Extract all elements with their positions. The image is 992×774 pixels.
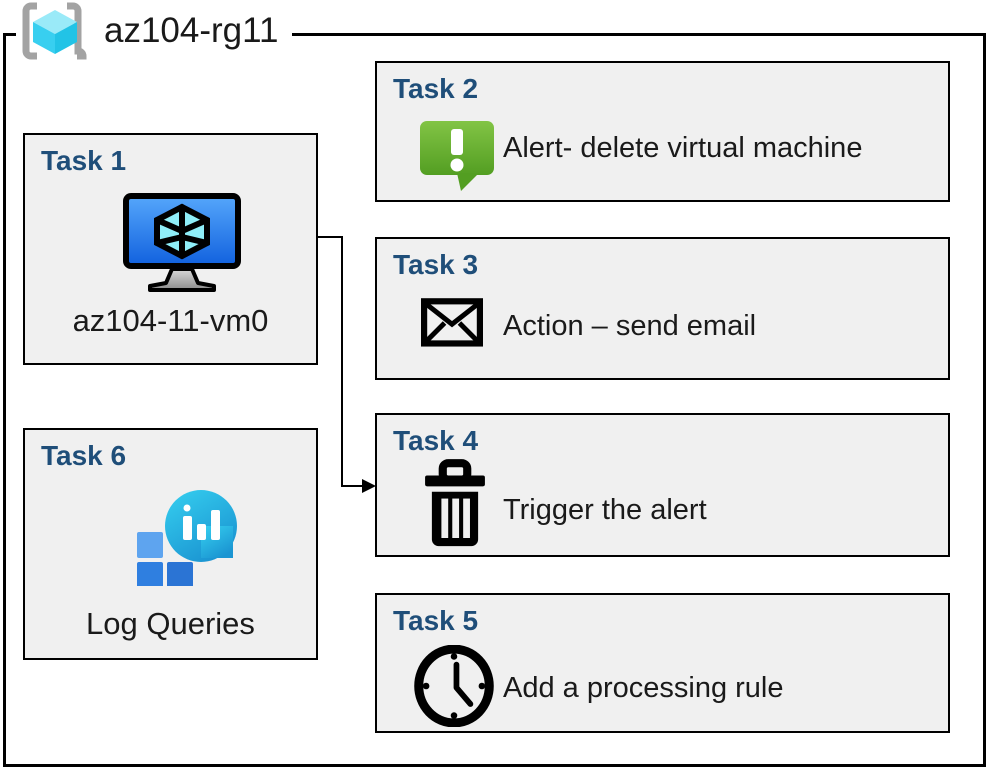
virtual-machine-icon [123,193,241,292]
clock-icon [414,645,494,727]
task6-heading: Task 6 [41,440,127,471]
resource-group-title: az104-rg11 [104,11,279,50]
resource-group-boundary [3,33,986,767]
task3-box: Task 3 Action – send email [375,237,950,380]
task3-heading: Task 3 [393,249,479,280]
task1-caption: az104-11-vm0 [72,303,269,338]
task1-heading: Task 1 [41,145,127,176]
task4-caption: Trigger the alert [503,494,707,526]
alert-icon [420,121,494,191]
task2-caption: Alert- delete virtual machine [503,132,863,164]
task6-box: Task 6 Log Queries [23,428,318,660]
task4-heading: Task 4 [393,425,479,456]
task4-box: Task 4 Trigger the alert [375,413,950,557]
task5-heading: Task 5 [393,605,479,636]
task1-box: Task 1 az104-11-vm0 [23,133,318,365]
trash-icon [425,459,485,547]
email-icon [421,298,483,347]
task2-box: Task 2 Alert- delete virtual machine [375,61,950,202]
resource-group-header: az104-rg11 [16,0,293,62]
task5-box: Task 5 Add a processing rule [375,593,950,733]
task2-heading: Task 2 [393,73,479,104]
task6-caption: Log Queries [86,606,255,641]
task3-caption: Action – send email [503,310,757,342]
resource-group-icon [22,2,87,60]
task5-caption: Add a processing rule [503,672,784,704]
log-analytics-icon [137,490,237,586]
